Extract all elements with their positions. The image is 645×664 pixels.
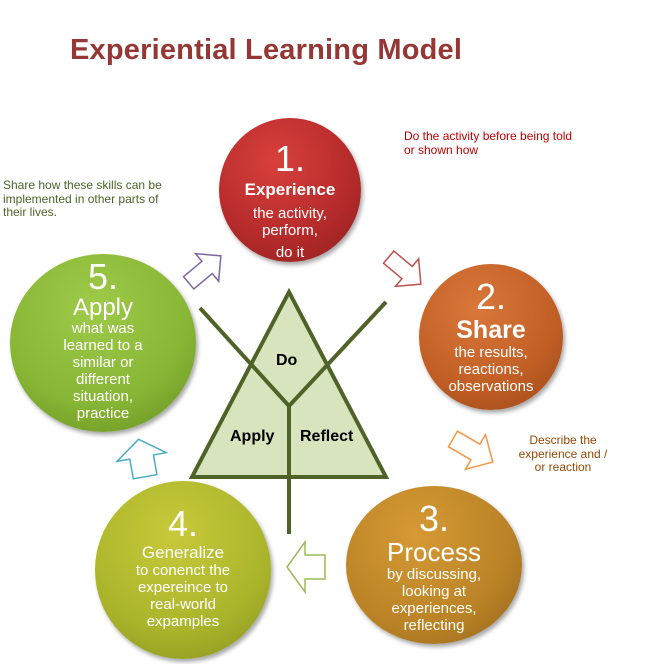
step-line: by discussing, <box>386 566 482 583</box>
step-line: what was <box>71 320 135 337</box>
arrow-5-to-1-icon <box>182 252 222 291</box>
note-experience: Do the activity before being told or sho… <box>404 129 573 157</box>
step-line: do it <box>275 244 305 261</box>
arrow-2-to-3-icon <box>447 430 494 471</box>
note-share: Describe the experience and / or reactio… <box>518 433 608 474</box>
step-line: similar or <box>72 354 134 371</box>
triangle-divider-left <box>198 306 291 408</box>
step-line: looking at <box>401 583 467 600</box>
arrow-4-to-5-icon <box>114 438 169 480</box>
step-heading: Share <box>456 316 526 344</box>
step-generalize-circle: 4. Generalize to conenct the expereince … <box>95 481 271 659</box>
step-line: observations <box>448 378 534 395</box>
diagram-title: Experiential Learning Model <box>70 34 463 66</box>
arrow-3-to-4-icon <box>286 539 326 595</box>
step-heading: Apply <box>72 294 134 321</box>
step-number: 4. <box>167 503 199 544</box>
step-number: 2. <box>475 276 507 317</box>
step-line: expamples <box>146 613 220 630</box>
step-heading: Process <box>387 537 481 567</box>
step-line: reflecting <box>403 617 465 634</box>
step-heading: Generalize <box>141 543 225 562</box>
step-line: experiences, <box>391 600 477 617</box>
step-line: expereince to <box>137 579 229 596</box>
step-number: 1. <box>274 138 306 179</box>
step-line: perform, <box>262 222 318 239</box>
step-apply-circle: 5. Apply what was learned to a similar o… <box>10 254 196 432</box>
note-apply: Share how these skills can be implemente… <box>3 178 162 219</box>
step-line: to conenct the <box>135 562 231 579</box>
step-number: 3. <box>418 498 450 539</box>
step-heading: Experience <box>244 180 336 199</box>
triangle-label-reflect: Reflect <box>300 428 354 445</box>
step-line: reactions, <box>458 361 524 378</box>
step-number: 5. <box>87 256 119 297</box>
arrow-1-to-2-icon <box>382 249 422 288</box>
step-line: practice <box>76 405 130 422</box>
step-line: different <box>76 371 130 388</box>
step-experience-circle: 1. Experience the activity, perform, do … <box>219 118 361 262</box>
step-line: situation, <box>72 388 134 405</box>
triangle-divider-right <box>287 300 388 408</box>
triangle-label-do: Do <box>276 352 298 369</box>
step-share-circle: 2. Share the results, reactions, observa… <box>419 264 563 410</box>
step-process-circle: 3. Process by discussing, looking at exp… <box>346 486 522 644</box>
step-line: learned to a <box>63 337 143 354</box>
step-line: real-world <box>150 596 216 613</box>
step-line: the results, <box>454 344 528 361</box>
triangle-label-apply: Apply <box>230 428 275 445</box>
step-line: the activity, <box>253 205 327 222</box>
